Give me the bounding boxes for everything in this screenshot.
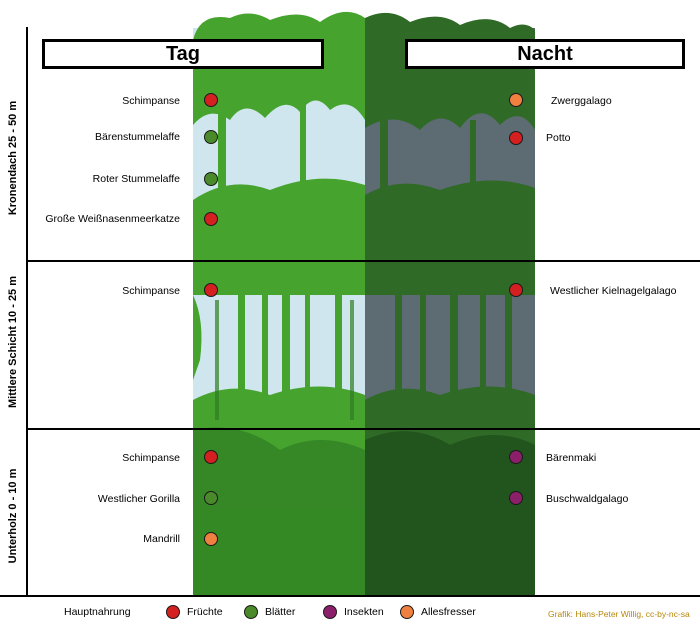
layer-label-canopy: Kronendach 25 - 50 m <box>7 100 19 216</box>
legend-dot-omnivore <box>400 605 414 619</box>
diet-dot-insects <box>509 491 523 505</box>
diet-dot-fruits <box>509 131 523 145</box>
legend-label-leaves: Blätter <box>265 606 296 618</box>
legend-label-fruits: Früchte <box>187 606 223 618</box>
diet-dot-fruits <box>204 283 218 297</box>
layer-divider-bottom <box>26 428 700 430</box>
diet-dot-fruits <box>204 450 218 464</box>
day-animal-label: Schimpanse <box>122 452 180 464</box>
night-header-label: Nacht <box>517 42 573 65</box>
day-header: Tag <box>42 39 324 69</box>
legend-dot-leaves <box>244 605 258 619</box>
diet-dot-omnivore <box>509 93 523 107</box>
credit-text: Grafik: Hans-Peter Willig, cc-by-nc-sa <box>548 609 690 619</box>
day-animal-label: Große Weißnasenmeerkatze <box>45 213 180 225</box>
diet-dot-fruits <box>509 283 523 297</box>
day-animal-label: Roter Stummelaffe <box>92 173 180 185</box>
legend-dot-fruits <box>166 605 180 619</box>
day-foliage-dark <box>193 300 365 595</box>
diet-dot-omnivore <box>204 532 218 546</box>
night-animal-label: Zwerggalago <box>551 95 612 107</box>
bottom-line <box>0 595 700 597</box>
diet-dot-insects <box>509 450 523 464</box>
night-animal-label: Bärenmaki <box>546 452 597 464</box>
legend-dot-insects <box>323 605 337 619</box>
diet-dot-leaves <box>204 491 218 505</box>
night-animal-label: Buschwaldgalago <box>546 493 629 505</box>
legend-label-omnivore: Allesfresser <box>421 606 476 618</box>
layer-label-understory: Unterholz 0 - 10 m <box>7 468 19 564</box>
day-animal-label: Mandrill <box>143 533 180 545</box>
night-header: Nacht <box>405 39 685 69</box>
night-foliage-dark <box>365 431 535 595</box>
diet-dot-leaves <box>204 130 218 144</box>
axis-line <box>26 27 28 597</box>
diet-dot-fruits <box>204 93 218 107</box>
day-animal-label: Westlicher Gorilla <box>97 493 180 505</box>
layer-divider-top <box>26 260 700 262</box>
legend-title: Hauptnahrung <box>64 606 131 618</box>
day-animal-label: Schimpanse <box>122 285 180 297</box>
day-animal-label: Bärenstummelaffe <box>94 131 180 143</box>
diet-dot-fruits <box>204 212 218 226</box>
day-header-label: Tag <box>165 42 201 65</box>
night-animal-label: Potto <box>546 132 571 144</box>
legend-label-insects: Insekten <box>344 606 384 618</box>
night-animal-label: Westlicher Kielnagelgalago <box>550 285 677 297</box>
diet-dot-leaves <box>204 172 218 186</box>
day-animal-label: Schimpanse <box>122 95 180 107</box>
